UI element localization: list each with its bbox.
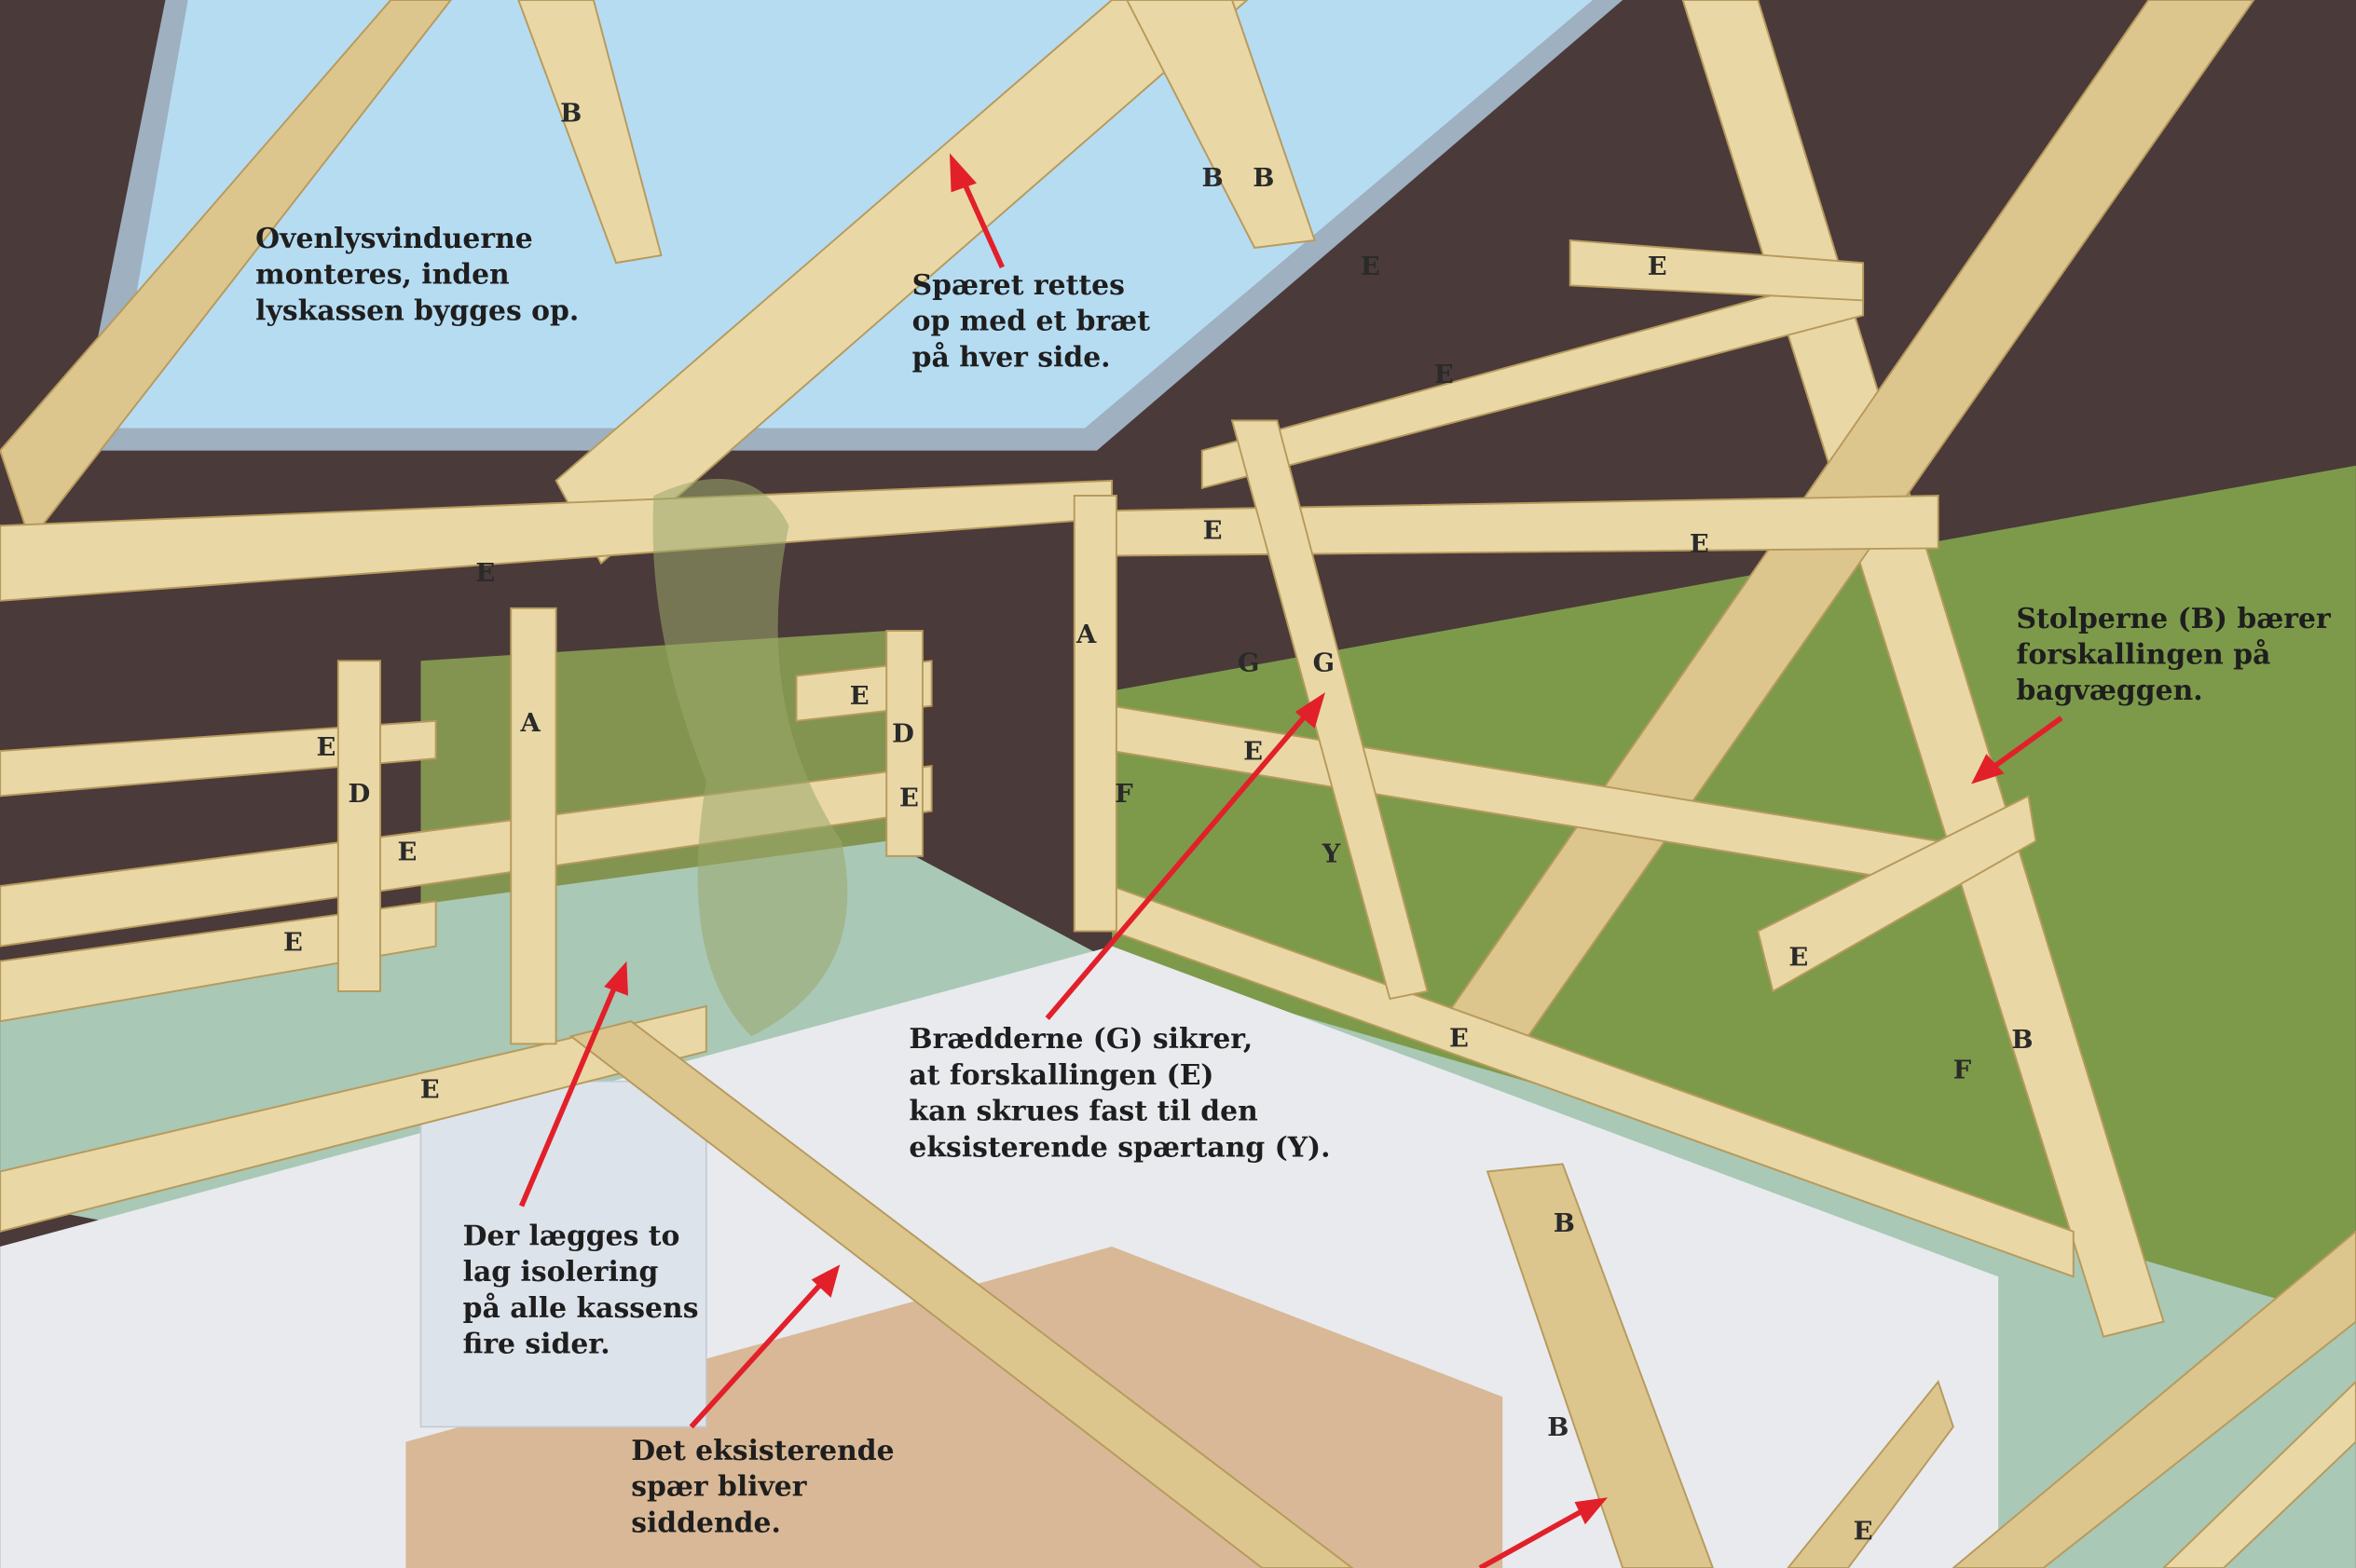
batten-e	[1200, 268, 1865, 490]
callout-line: lag isolering	[463, 1256, 659, 1288]
part-label: A	[1075, 620, 1097, 649]
part-label: G	[1238, 648, 1259, 678]
callout-rafter-straighten: Spæret rettes op med et bræt på hver sid…	[912, 269, 1160, 374]
batten-e	[0, 1004, 707, 1233]
part-label: B	[1253, 163, 1274, 193]
part-label: E	[1690, 529, 1709, 559]
insulation-mat	[652, 478, 848, 1037]
part-label: D	[349, 779, 371, 809]
callout-line: på alle kassens	[463, 1292, 699, 1325]
callout-line: Det eksisterende	[631, 1435, 894, 1467]
batten-e	[1568, 239, 1865, 302]
post-d	[336, 660, 381, 992]
post-a	[510, 607, 557, 1045]
arrow-head	[604, 961, 628, 996]
callout-insulation: Der lægges to lag isolering på alle kass…	[463, 1220, 708, 1360]
arrow	[1989, 716, 2063, 771]
rafter	[1787, 1380, 1954, 1568]
callout-line: forskallingen på	[2017, 639, 2271, 672]
arrow-head	[1971, 754, 2005, 784]
existing-rafter	[568, 1020, 1354, 1568]
part-label: B	[1201, 163, 1223, 193]
part-label: A	[520, 708, 541, 738]
callout-line: på hver side.	[912, 341, 1111, 374]
part-label: E	[1203, 516, 1223, 546]
part-label: E	[1434, 360, 1454, 389]
arrow-head	[949, 153, 977, 193]
callout-line: Stolperne (B) bærer	[2017, 603, 2332, 635]
part-label: E	[1243, 737, 1263, 767]
post-a	[1073, 495, 1117, 933]
part-label: B	[1554, 1208, 1575, 1238]
callout-line: Spæret rettes	[912, 269, 1125, 302]
post-b	[1486, 1163, 1714, 1568]
part-label: E	[1449, 1024, 1469, 1054]
board-g	[1230, 419, 1429, 1001]
callout-line: op med et bræt	[912, 306, 1151, 338]
part-label: B	[2011, 1025, 2033, 1055]
callout-line: fire sider.	[463, 1328, 610, 1360]
part-label: D	[892, 718, 914, 748]
arrow	[689, 1279, 826, 1429]
part-label: E	[283, 927, 303, 957]
part-label: E	[317, 732, 336, 762]
part-label: B	[560, 99, 582, 129]
part-labels: B B B E E E E E E A G G A E D E D E F E …	[283, 99, 2034, 1547]
batten-e	[0, 900, 437, 1023]
callout-line: Brædderne (G) sikrer,	[909, 1023, 1253, 1056]
callout-line: kan skrues fast til den	[909, 1096, 1257, 1128]
callout-existing-rafter: Det eksisterende spær bliver siddende.	[631, 1435, 904, 1539]
arrow-head	[1574, 1497, 1609, 1525]
rafter	[0, 0, 452, 543]
arrow-head	[1294, 692, 1325, 729]
part-label: E	[850, 681, 870, 711]
part-label: F	[1953, 1055, 1972, 1084]
callout-line: lyskassen bygges op.	[255, 294, 579, 327]
callout-line: eksisterende spærtang (Y).	[909, 1131, 1330, 1164]
part-label: E	[1361, 252, 1380, 281]
callout-line: at forskallingen (E)	[909, 1059, 1213, 1092]
batten-e	[0, 719, 437, 798]
arrow	[1045, 711, 1309, 1020]
callout-arrows	[518, 153, 2063, 1568]
room-window	[419, 1080, 707, 1428]
callout-line: Der lægges to	[463, 1220, 680, 1252]
post-b	[1681, 0, 2165, 1338]
callout-line: bagvæggen.	[2017, 675, 2203, 707]
part-label: E	[475, 558, 495, 588]
callout-posts: Stolperne (B) bærer forskallingen på bag…	[2017, 603, 2341, 707]
post-b	[1126, 0, 1317, 250]
part-label: E	[1788, 943, 1808, 973]
post-b	[517, 0, 663, 265]
arrow-head	[811, 1264, 841, 1298]
part-label: E	[1648, 252, 1667, 281]
part-label: B	[1547, 1412, 1568, 1442]
batten-e	[1757, 794, 2037, 993]
part-label: E	[1854, 1516, 1873, 1546]
part-label: E	[398, 838, 418, 867]
callout-skylights: Ovenlysvinduerne monteres, inden lyskass…	[255, 223, 579, 327]
batten-e	[0, 765, 933, 948]
arrow	[518, 982, 619, 1207]
part-label: Y	[1322, 839, 1341, 868]
part-label: G	[1313, 648, 1335, 678]
arrow	[1478, 1507, 1587, 1568]
part-label: E	[899, 784, 919, 813]
callout-boards: Brædderne (G) sikrer, at forskallingen (…	[909, 1023, 1330, 1164]
callout-line: siddende.	[631, 1507, 781, 1539]
callout-line: monteres, inden	[255, 259, 510, 292]
callout-line: spær bliver	[631, 1471, 808, 1504]
part-label: F	[1115, 779, 1133, 809]
post-d	[885, 630, 924, 857]
part-label: E	[420, 1074, 440, 1104]
callout-line: Ovenlysvinduerne	[255, 223, 533, 255]
arrow	[959, 176, 1005, 269]
